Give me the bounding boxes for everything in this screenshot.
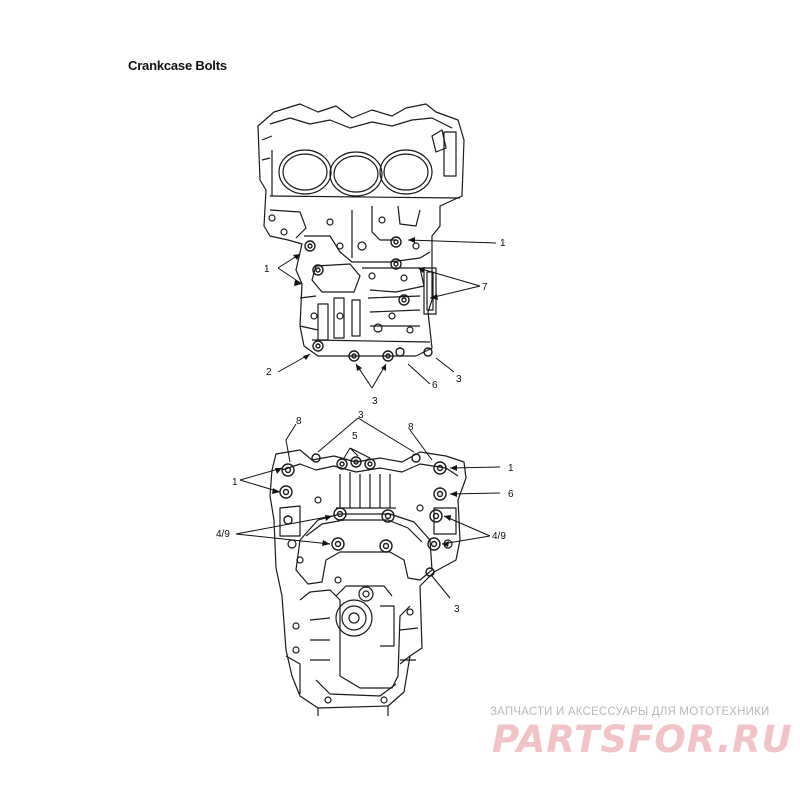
lower-crankcase-drawing [269,449,467,716]
callout-lower-6: 6 [508,489,514,500]
callout-upper-3-right: 3 [456,374,462,385]
callout-upper-3-mid: 3 [372,396,378,407]
callout-upper-1-right: 1 [500,238,506,249]
callout-lower-1-left: 1 [232,477,238,488]
callout-upper-6: 6 [432,380,438,391]
callout-lower-8-right: 8 [408,422,414,433]
upper-crankcase-drawing [257,103,465,362]
callout-upper-7: 7 [482,282,488,293]
callout-upper-1-left: 1 [264,264,270,275]
watermark-logo: PARTSFOR.RU [492,718,793,761]
callout-lower-1-right: 1 [508,463,514,474]
callout-upper-2: 2 [266,367,272,378]
callout-lower-3-top: 3 [358,410,364,421]
callout-lower-4-9-left: 4/9 [216,529,230,540]
page-title: Crankcase Bolts [128,58,227,73]
callout-lower-5: 5 [352,431,358,442]
callout-lower-3-bottom: 3 [454,604,460,615]
callout-lower-4-9-right: 4/9 [492,531,506,542]
watermark-tagline: ЗАПЧАСТИ И АКСЕССУАРЫ ДЛЯ МОТОТЕХНИКИ [490,706,770,718]
callout-lower-8-left: 8 [296,416,302,427]
